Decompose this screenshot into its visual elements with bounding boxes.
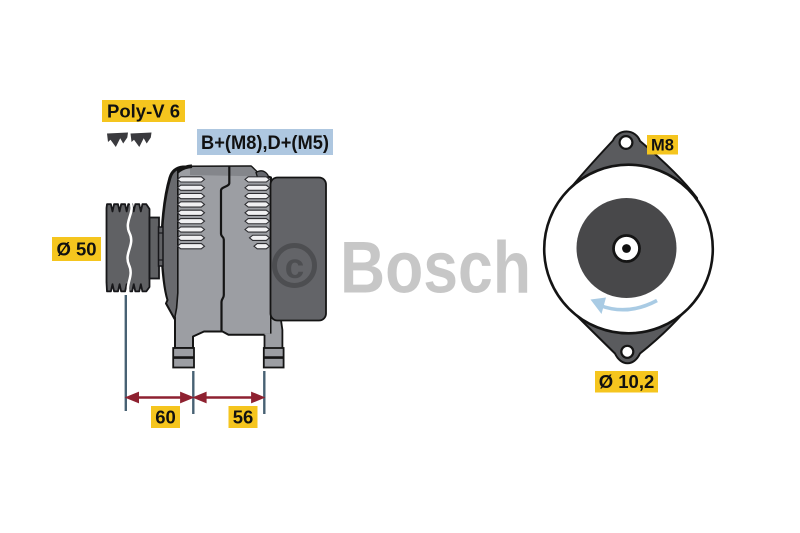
svg-text:56: 56	[233, 407, 254, 428]
svg-text:Ø 10,2: Ø 10,2	[599, 371, 655, 392]
svg-text:B+(M8),D+(M5): B+(M8),D+(M5)	[201, 132, 329, 154]
svg-text:Ø 50: Ø 50	[56, 239, 96, 260]
svg-text:60: 60	[155, 407, 176, 428]
svg-text:Poly-V 6: Poly-V 6	[107, 101, 180, 122]
svg-text:M8: M8	[651, 137, 674, 155]
svg-text:Bosch: Bosch	[340, 228, 531, 309]
svg-text:c: c	[285, 247, 304, 286]
